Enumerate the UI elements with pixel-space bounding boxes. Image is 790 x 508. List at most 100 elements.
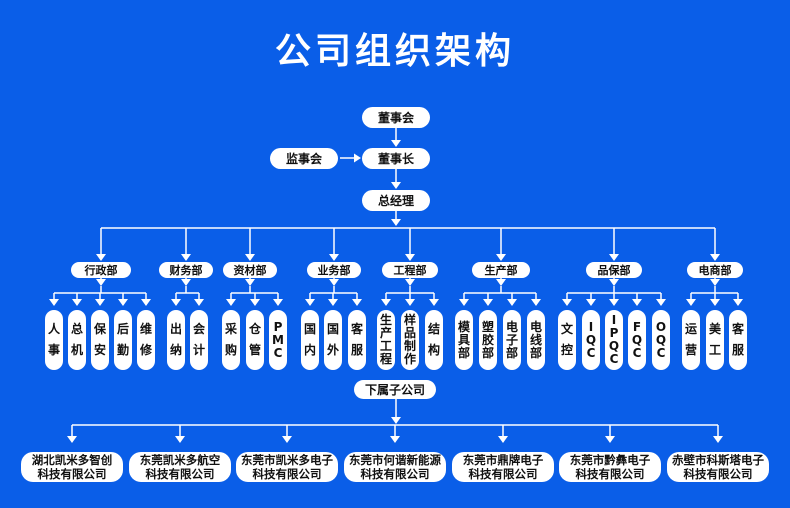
arrow-down-icon [686,299,696,306]
unit-char: P [273,319,283,334]
arrow-down-icon [250,299,260,306]
unit-char: 国 [326,321,339,336]
arrow-down-icon [391,182,401,189]
unit-char: 电 [529,319,542,334]
department-node: 生产部 [472,262,530,278]
unit-char: 服 [731,343,744,358]
arrow-down-icon [49,299,59,306]
unit-node: 客服 [729,310,747,370]
arrow-down-icon [72,299,82,306]
unit-char: 会 [192,321,205,336]
arrow-down-icon [67,436,77,443]
arrow-down-icon [733,299,743,306]
arrow-down-icon [391,219,401,226]
arrow-down-icon [713,436,723,443]
unit-node: 国内 [301,310,319,370]
unit-char: 机 [70,343,83,358]
unit-node: 国外 [324,310,342,370]
arrow-down-icon [118,299,128,306]
subsidiary-node: 东莞市鼎牌电子科技有限公司 [452,452,554,482]
unit-node: 客服 [348,310,366,370]
unit-node: 结构 [425,310,443,370]
arrow-down-icon [498,436,508,443]
unit-node: 运营 [682,310,700,370]
unit-char: 构 [427,343,440,358]
unit-char: C [609,352,619,366]
unit-char: 安 [93,343,106,358]
unit-node: 总机 [68,310,86,370]
unit-char: Q [608,339,620,353]
unit-char: 国 [303,321,316,336]
subsidiary-node: 东莞市何谐新能源科技有限公司 [344,452,446,482]
subsidiary-name-line1: 东莞市何谐新能源 [349,453,441,467]
unit-char: I [611,313,617,327]
arrow-down-icon [329,254,339,261]
arrow-down-icon [586,299,596,306]
unit-char: 控 [560,343,573,358]
arrow-down-icon [710,279,720,286]
arrow-down-icon [562,299,572,306]
unit-node: 人事 [45,310,63,370]
subsidiary-name-line2: 科技有限公司 [468,467,538,481]
arrow-down-icon [609,299,619,306]
arrow-down-icon [459,299,469,306]
arrow-down-icon [95,299,105,306]
arrow-down-icon [710,299,720,306]
unit-char: 仓 [248,321,261,336]
subsidiary-node: 赤壁市科斯塔电子科技有限公司 [667,452,769,482]
unit-char: 出 [169,321,182,336]
arrow-down-icon [245,254,255,261]
unit-char: Q [655,332,667,347]
arrow-down-icon [391,417,401,424]
arrow-right-icon [354,153,361,163]
arrow-down-icon [391,140,401,147]
arrow-down-icon [226,299,236,306]
subsidiary-name-line2: 科技有限公司 [575,467,645,481]
arrow-down-icon [282,436,292,443]
arrow-down-icon [710,254,720,261]
department-node: 品保部 [586,262,642,278]
unit-char: 线 [529,332,542,347]
unit-char: C [586,345,596,360]
unit-node: 后勤 [114,310,132,370]
unit-char: P [609,326,619,340]
unit-char: 人 [47,321,60,336]
unit-char: 纳 [169,343,182,358]
unit-char: 外 [326,343,339,358]
unit-char: C [632,345,642,360]
arrow-down-icon [531,299,541,306]
arrow-down-icon [381,299,391,306]
arrow-down-icon [96,254,106,261]
unit-char: 购 [224,343,237,358]
unit-node: 电线部 [527,310,545,370]
unit-char: Q [585,332,597,347]
unit-char: 电 [505,319,518,334]
unit-char: 子 [505,332,518,347]
node-supervisors: 监事会 [270,148,338,169]
unit-char: 部 [505,345,518,360]
unit-char: 样 [403,313,416,327]
unit-char: 客 [731,321,744,336]
unit-char: 营 [684,343,697,358]
department-node: 行政部 [71,262,131,278]
unit-node: 样品制作 [401,310,419,370]
arrow-down-icon [181,279,191,286]
unit-node: 维修 [137,310,155,370]
arrow-down-icon [328,299,338,306]
unit-char: F [632,319,642,334]
unit-char: 采 [224,321,237,336]
arrow-down-icon [605,436,615,443]
unit-char: 生 [379,313,392,327]
subsidiary-name-line1: 东莞市鼎牌电子 [462,453,544,467]
arrow-down-icon [429,299,439,306]
department-node: 工程部 [382,262,438,278]
arrow-down-icon [405,299,415,306]
arrow-down-icon [609,254,619,261]
arrow-down-icon [405,279,415,286]
arrow-down-icon [496,254,506,261]
